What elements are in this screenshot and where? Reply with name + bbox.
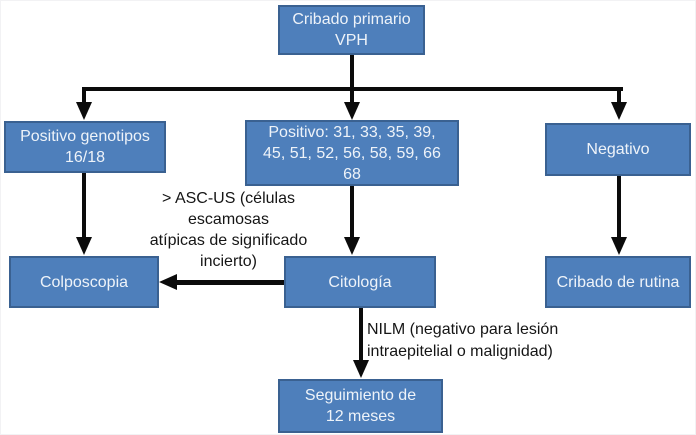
connector-citologia-to-colposcopia (175, 280, 284, 285)
node-colposcopia: Colposcopia (9, 256, 159, 308)
connector-citologia-to-seguimiento (359, 308, 363, 361)
connector-right-drop-line (617, 89, 621, 103)
connector-otros-to-citologia (350, 186, 354, 238)
arrowhead-to-seguimiento (353, 360, 369, 378)
connector-top-vertical-line (350, 55, 354, 103)
arrowhead-to-colposcopia (76, 237, 92, 255)
node-positivo-genotipos-16-18: Positivo genotipos 16/18 (4, 121, 166, 173)
node-cribado-primario-vph: Cribado primario VPH (278, 5, 425, 55)
node-negativo: Negativo (545, 123, 691, 176)
arrowhead-to-negativo (611, 102, 627, 120)
arrowhead-left-to-colposcopia (159, 274, 177, 290)
edge-label-nilm: NILM (negativo para lesión intraepitelia… (367, 321, 559, 360)
node-cribado-de-rutina: Cribado de rutina (545, 256, 691, 308)
arrowhead-to-positivo-16-18 (76, 102, 92, 120)
arrowhead-to-cribado-rutina (611, 237, 627, 255)
connector-left-drop-line (82, 89, 86, 103)
node-citologia: Citología (284, 256, 436, 308)
arrowhead-to-citologia (344, 237, 360, 255)
edge-label-asc-us: > ASC-US (células escamosas atípicas de … (149, 190, 308, 270)
arrowhead-to-positivo-otros (344, 102, 360, 120)
connector-negativo-to-rutina (617, 176, 621, 238)
node-seguimiento-12-meses: Seguimiento de 12 meses (278, 379, 443, 433)
connector-branch-horizontal-line (82, 87, 623, 91)
connector-16-18-to-colposcopia (82, 173, 86, 238)
node-positivo-otros-genotipos: Positivo: 31, 33, 35, 39, 45, 51, 52, 56… (245, 120, 459, 186)
